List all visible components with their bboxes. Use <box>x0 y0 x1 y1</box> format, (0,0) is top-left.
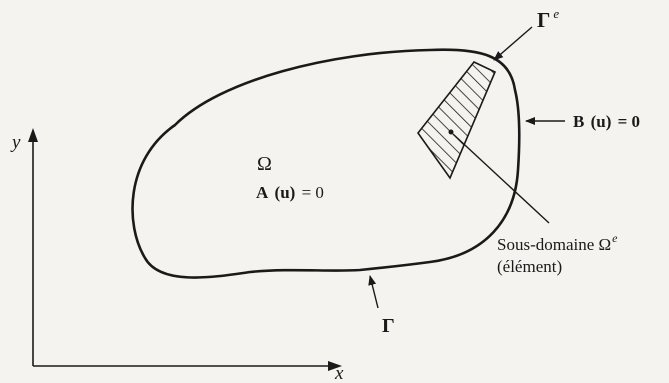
a-equation-label: A (u) = 0 <box>256 183 324 202</box>
subdomain-leader-line <box>452 133 550 224</box>
y-axis-arrowhead <box>28 128 38 142</box>
domain-boundary <box>131 48 521 279</box>
gamma-label: Γ <box>382 315 395 337</box>
gamma-arrow <box>368 275 379 309</box>
y-axis-label: y <box>10 132 21 153</box>
subdomain-superscript: e <box>612 231 618 245</box>
a-argument: (u) <box>275 183 296 202</box>
gamma-e-superscript: e <box>553 6 559 21</box>
gamma-e-symbol: Γ <box>537 8 550 32</box>
b-operator: B <box>573 112 584 131</box>
a-equals-zero: = 0 <box>302 183 324 202</box>
gamma-e-arrow <box>493 26 533 61</box>
subdomain-text: Sous-domaine Ω <box>497 235 611 254</box>
a-operator: A <box>256 183 269 202</box>
b-condition-label: B (u) = 0 <box>573 112 640 131</box>
b-equals-zero: = 0 <box>618 112 640 131</box>
b-argument: (u) <box>591 112 612 131</box>
x-axis-arrowhead <box>328 361 342 371</box>
element-subdomain <box>417 61 497 180</box>
subdomain-label: Sous-domaine Ωe <box>497 231 618 254</box>
subdomain-leader-dot <box>448 129 454 135</box>
omega-label: Ω <box>257 153 272 175</box>
element-label: (élément) <box>497 257 562 276</box>
x-axis-label: x <box>334 363 344 383</box>
